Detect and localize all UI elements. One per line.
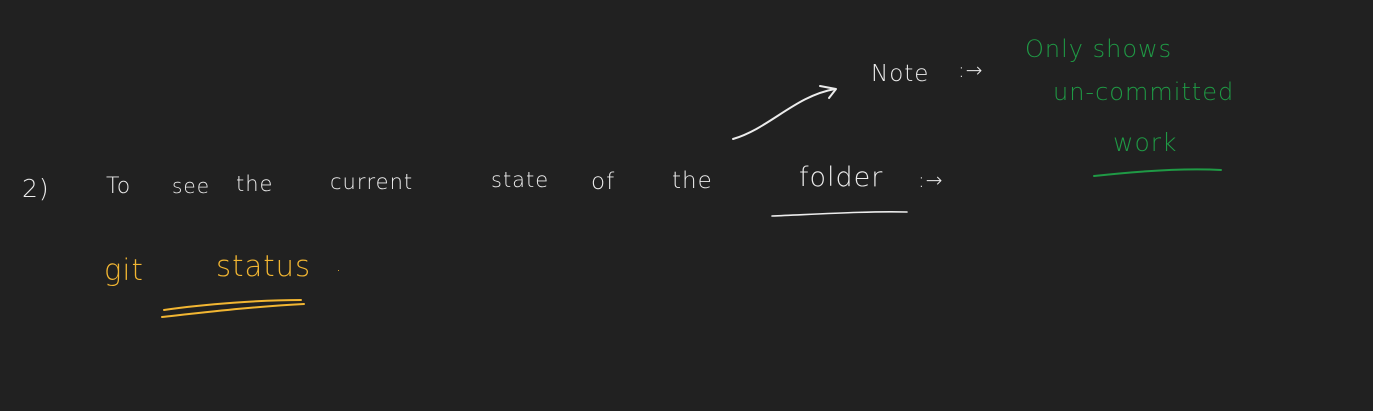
- line-arrow-marker: :→: [918, 168, 944, 192]
- command-word-status: status: [216, 249, 312, 283]
- note-arrow-marker: :→: [958, 58, 984, 82]
- note-line: work: [1113, 128, 1178, 157]
- line-word-state: state: [491, 168, 550, 192]
- status-underline-2: [161, 303, 305, 318]
- folder-underline: [771, 211, 908, 217]
- note-line: Only shows: [1025, 35, 1173, 63]
- note-label: Note: [871, 61, 930, 87]
- note-line: un-committed: [1053, 78, 1235, 106]
- status-underline-1: [163, 299, 302, 311]
- command-dot: .: [336, 256, 343, 275]
- line-word-of: of: [591, 169, 616, 195]
- work-underline: [1093, 168, 1222, 177]
- step-number: 2): [22, 174, 50, 203]
- curved-arrow-shaft: [732, 88, 836, 140]
- line-word-to: To: [106, 174, 132, 199]
- line-word-the: the: [672, 168, 713, 194]
- line-word-current: current: [330, 170, 414, 194]
- command-word-git: git: [104, 253, 144, 287]
- line-word-see: see: [172, 174, 211, 198]
- curved-arrow-head: [819, 85, 837, 99]
- line-word-folder: folder: [799, 162, 884, 193]
- line-word-the: the: [236, 172, 274, 196]
